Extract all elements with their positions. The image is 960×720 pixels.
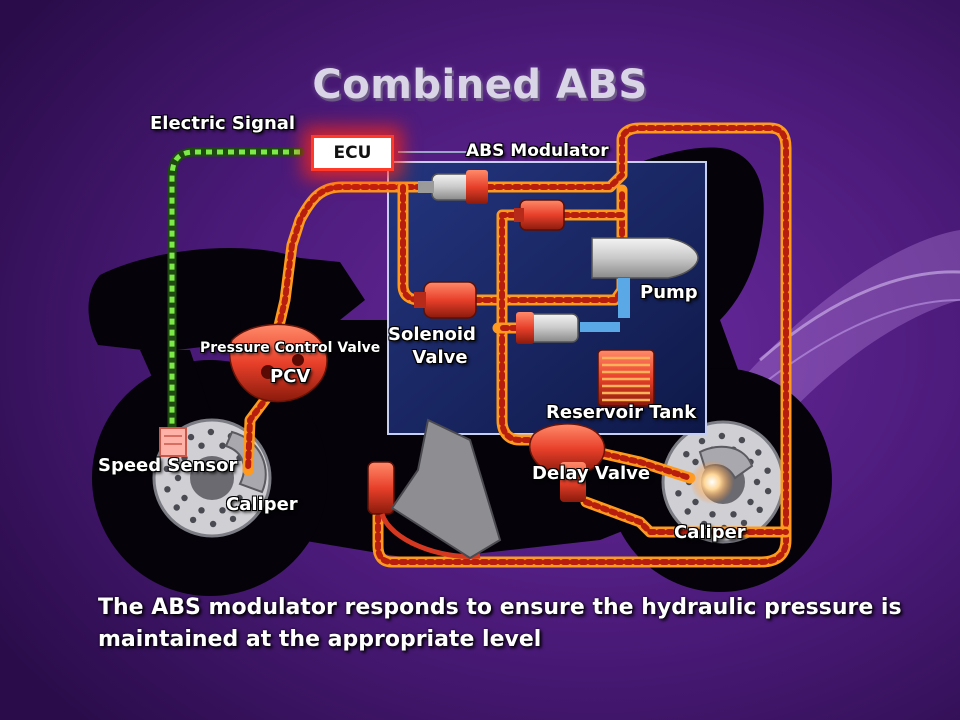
hydraulic-line-dash-1 — [275, 184, 433, 333]
disc-hole — [207, 428, 215, 436]
disc-hole — [189, 516, 197, 524]
reservoir-tank — [597, 349, 655, 407]
disc-hole — [181, 494, 188, 502]
disc-hole — [718, 432, 726, 440]
disc-hole — [236, 494, 243, 502]
disc-hole — [756, 506, 763, 513]
disc-hole — [700, 520, 708, 528]
label-caliper-rear: Caliper — [674, 522, 746, 543]
disc-hole — [755, 449, 762, 456]
disc-hole — [683, 451, 690, 458]
disc-hole — [219, 442, 226, 449]
label-speed-sensor: Speed Sensor — [98, 455, 238, 476]
disc-hole — [173, 504, 180, 511]
disc-hole — [198, 442, 205, 449]
caption-line-2: maintained at the appropriate level — [98, 627, 542, 652]
disc-hole — [692, 498, 699, 506]
hydraulic-line-dash-3 — [375, 125, 789, 565]
disc-hole — [747, 498, 754, 506]
pressure-control-valve — [229, 323, 328, 403]
hydraulic-line-dash-10 — [583, 499, 789, 535]
abs-modulator-valve — [418, 170, 488, 204]
speed-sensor — [159, 427, 187, 457]
label-electric-signal: Electric Signal — [150, 113, 296, 134]
brake-pedal — [390, 418, 502, 560]
label-abs-modulator: ABS Modulator — [466, 141, 609, 161]
label-pressure-control-valve: Pressure Control Valve — [200, 340, 381, 356]
disc-hole — [709, 511, 716, 518]
ecu-label: ECU — [333, 143, 372, 163]
lower-valve — [516, 312, 620, 344]
caption: The ABS modulator responds to ensure the… — [98, 592, 928, 656]
caption-line-1: The ABS modulator responds to ensure the… — [98, 595, 902, 620]
page-title: Combined ABS — [312, 62, 648, 108]
disc-hole — [187, 433, 195, 441]
pump — [591, 237, 699, 318]
label-solenoid-line2: Valve — [412, 347, 468, 368]
label-pump: Pump — [640, 282, 698, 303]
delay-valve — [529, 423, 606, 502]
hydraulic-line-dash-6 — [499, 212, 537, 443]
ecu-box: ECU — [311, 135, 394, 171]
label-delay-valve: Delay Valve — [532, 463, 651, 484]
label-reservoir-tank: Reservoir Tank — [546, 402, 697, 423]
solenoid-valve — [414, 281, 477, 319]
disc-hole — [174, 474, 182, 482]
disc-hole — [675, 490, 682, 497]
disc-hole — [245, 502, 252, 509]
disc-hole — [229, 515, 237, 523]
disc-hole — [740, 519, 748, 527]
label-caliper-front: Caliper — [226, 494, 298, 515]
label-pcv: PCV — [270, 366, 311, 387]
disc-hole — [209, 520, 217, 528]
hydraulic-line-dash-2 — [245, 393, 271, 473]
label-solenoid-line1: Solenoid — [388, 324, 476, 345]
disc-hole — [730, 511, 737, 518]
electric-signal-dashes — [169, 149, 300, 450]
disc-hole — [764, 487, 772, 495]
disc-hole — [163, 465, 171, 473]
disc-hole — [684, 508, 691, 515]
disc-hole — [764, 467, 771, 474]
disc-hole — [738, 436, 746, 444]
disc-hole — [698, 437, 706, 445]
disc-hole — [219, 507, 226, 514]
upper-red-valve — [514, 199, 565, 231]
disc-hole — [753, 478, 761, 486]
disc-hole — [198, 507, 205, 514]
rear-caliper-glow — [690, 460, 734, 504]
hydraulic-line-dash-9 — [593, 449, 693, 481]
disc-hole — [692, 458, 699, 466]
disc-hole — [164, 486, 171, 493]
